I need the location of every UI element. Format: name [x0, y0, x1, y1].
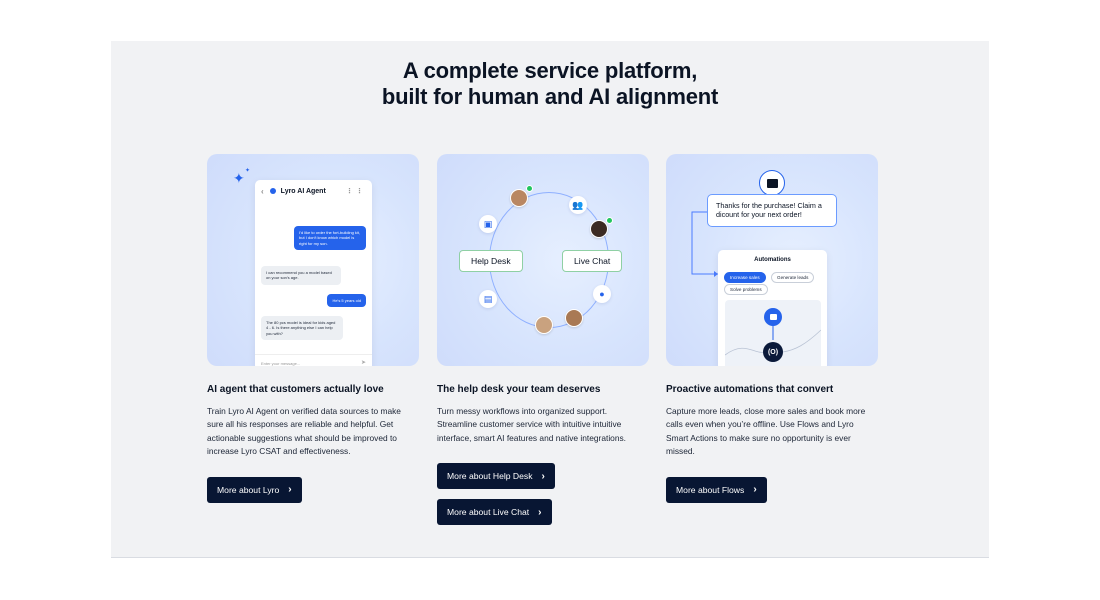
- chevron-right-icon: ›: [538, 506, 542, 518]
- automations-title: Automations: [754, 257, 791, 263]
- chat-message-bot: The 80 pcs model is ideal for kids aged …: [261, 316, 343, 341]
- card-title: AI agent that customers actually love: [207, 384, 384, 395]
- chat-window: ‹ Lyro AI Agent ⋮⋮ I'd like to order the…: [255, 180, 372, 366]
- chevron-right-icon: ›: [288, 484, 292, 496]
- chat-message-user: He's 5 years old: [327, 294, 366, 308]
- sparkle-icon: ✦: [245, 168, 251, 174]
- help-desk-pill: Help Desk: [459, 250, 523, 272]
- sparkle-icon: ✦: [233, 170, 245, 186]
- chat-input-placeholder: Enter your message...: [261, 361, 301, 366]
- platform-section: A complete service platform, built for h…: [111, 41, 989, 558]
- button-label: More about Help Desk: [447, 471, 533, 482]
- flow-connector: [691, 211, 718, 277]
- chevron-right-icon: ›: [753, 484, 757, 496]
- card-title: The help desk your team deserves: [437, 384, 601, 395]
- help-desk-illustration: Help Desk Live Chat 👥 ▣ ▤ ●: [437, 154, 649, 366]
- more-about-help-desk-button[interactable]: More about Help Desk ›: [437, 463, 555, 490]
- chat-header: ‹ Lyro AI Agent ⋮⋮: [255, 180, 372, 202]
- chat-bubble-icon: ●: [593, 285, 611, 303]
- card-description: Capture more leads, close more sales and…: [666, 406, 866, 457]
- card-ai-agent: ✦ ✦ ‹ Lyro AI Agent ⋮⋮ I'd like to order…: [207, 154, 419, 503]
- live-chat-pill: Live Chat: [562, 250, 623, 272]
- section-headline: A complete service platform, built for h…: [111, 58, 989, 110]
- chat-message-bot: I can recommend you a model based on you…: [261, 266, 341, 285]
- chat-bubble-icon: [759, 170, 785, 196]
- headline-line-1: A complete service platform,: [402, 58, 698, 83]
- chat-bubble-icon: [764, 308, 782, 326]
- card-help-desk: Help Desk Live Chat 👥 ▣ ▤ ● The help des…: [437, 154, 649, 526]
- bot-node-icon: (O): [763, 342, 783, 362]
- card-automations: Thanks for the purchase! Claim a dicount…: [666, 154, 878, 503]
- card-description: Turn messy workflows into organized supp…: [437, 406, 627, 443]
- agent-avatar: [565, 309, 583, 327]
- card-description: Train Lyro AI Agent on verified data sou…: [207, 406, 401, 457]
- more-about-live-chat-button[interactable]: More about Live Chat ›: [437, 499, 552, 526]
- chip-solve-problems[interactable]: Solve problems: [724, 284, 768, 295]
- chevron-right-icon: ›: [541, 470, 545, 482]
- chip-increase-sales[interactable]: Increase sales: [724, 272, 766, 283]
- button-label: More about Live Chat: [447, 507, 530, 518]
- chip-generate-leads[interactable]: Generate leads: [771, 272, 815, 283]
- automation-message: Thanks for the purchase! Claim a dicount…: [707, 194, 837, 227]
- automations-panel: Automations Increase sales Generate lead…: [718, 250, 827, 366]
- button-label: More about Lyro: [217, 484, 280, 495]
- agent-avatar: [590, 220, 608, 238]
- chat-message-user: I'd like to order the fort-building kit,…: [294, 226, 366, 251]
- automations-illustration: Thanks for the purchase! Claim a dicount…: [666, 154, 878, 366]
- send-icon[interactable]: ➤: [360, 360, 366, 366]
- agent-avatar: [510, 189, 528, 207]
- flow-canvas: (O): [725, 300, 821, 366]
- chat-input[interactable]: Enter your message... ➤: [255, 354, 372, 366]
- agent-avatar: [535, 316, 553, 334]
- contact-card-icon: ▤: [479, 290, 497, 308]
- more-about-lyro-button[interactable]: More about Lyro ›: [207, 476, 302, 503]
- button-label: More about Flows: [676, 484, 745, 495]
- more-about-flows-button[interactable]: More about Flows ›: [666, 476, 767, 503]
- more-options-icon[interactable]: ⋮⋮: [346, 188, 366, 195]
- headline-line-2: built for human and AI alignment: [381, 84, 719, 109]
- agent-avatar-icon: [269, 188, 276, 194]
- card-title: Proactive automations that convert: [666, 384, 834, 395]
- agent-name: Lyro AI Agent: [280, 187, 326, 195]
- check-badge-icon: [526, 185, 533, 192]
- ai-agent-illustration: ✦ ✦ ‹ Lyro AI Agent ⋮⋮ I'd like to order…: [207, 154, 419, 366]
- inbox-icon: ▣: [479, 215, 497, 233]
- check-badge-icon: [606, 217, 613, 224]
- chevron-left-icon[interactable]: ‹: [261, 186, 264, 196]
- users-icon: 👥: [569, 196, 587, 214]
